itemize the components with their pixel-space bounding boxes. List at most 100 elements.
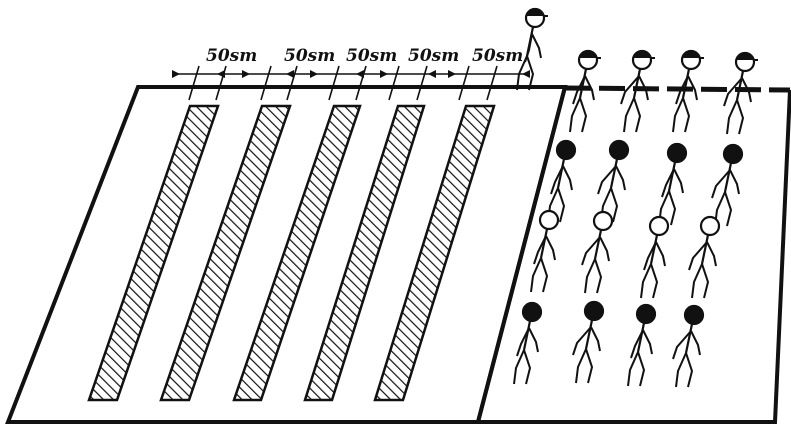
dimension-arrowhead	[380, 70, 388, 78]
player-open-head	[581, 210, 614, 294]
player-arm	[584, 75, 595, 101]
player-arm	[550, 165, 564, 195]
dimension-arrowhead	[242, 70, 250, 78]
player-filled-head	[672, 304, 705, 388]
dimension-arrowhead	[356, 70, 364, 78]
player-head	[683, 304, 705, 326]
player-arm	[673, 168, 684, 194]
player-leg	[540, 257, 549, 293]
player-head	[635, 303, 657, 325]
player-head	[538, 209, 560, 231]
player-open-head	[530, 209, 560, 293]
player-body	[684, 323, 694, 354]
player-leg	[675, 352, 687, 388]
dimension-tick	[458, 65, 470, 101]
player-arm	[711, 169, 731, 199]
player-filled-head	[658, 142, 688, 226]
dimension-arrowhead	[310, 70, 318, 78]
player-filled-head	[597, 139, 630, 223]
dimension-label: 50sm	[472, 46, 523, 66]
player-leg	[585, 348, 594, 384]
player-arm	[516, 327, 530, 357]
player-leg	[526, 55, 535, 91]
player-filled-head	[547, 139, 577, 223]
player-leg	[633, 97, 642, 133]
dimension-tick	[188, 65, 200, 101]
player-leg	[668, 190, 677, 226]
player-leg	[610, 187, 619, 223]
player-body	[723, 162, 733, 193]
dimension-arrowhead	[286, 70, 294, 78]
dimension-tick	[260, 65, 272, 101]
player-leg	[691, 263, 703, 299]
hatched-strip	[303, 104, 426, 402]
player-arm	[572, 75, 586, 105]
player-arm	[643, 241, 657, 271]
player-leg	[516, 55, 528, 91]
dimension-tick	[388, 65, 400, 101]
player-head	[722, 143, 744, 165]
dimension-tick	[328, 65, 340, 101]
player-leg	[726, 99, 738, 135]
player-arm	[655, 241, 666, 267]
player-body	[522, 320, 532, 351]
player-leg	[736, 99, 745, 135]
player-arm	[630, 329, 644, 359]
player-leg	[701, 263, 710, 299]
player-leg	[682, 97, 691, 133]
player-open-head	[620, 49, 655, 133]
hatched-strip	[232, 104, 362, 402]
player-arm	[597, 165, 617, 195]
player-arm	[533, 235, 547, 265]
cap-icon	[632, 51, 655, 59]
player-leg	[523, 349, 532, 385]
player-body	[578, 68, 588, 99]
player-head	[648, 215, 670, 237]
player-body	[636, 322, 646, 353]
player-arm	[581, 236, 601, 266]
player-body	[539, 228, 549, 259]
player-arm	[741, 77, 752, 103]
dimension-arrowhead	[172, 70, 180, 78]
player-head	[583, 300, 605, 322]
player-body	[584, 319, 594, 350]
player-body	[632, 68, 642, 99]
dimension-label: 50sm	[346, 46, 397, 66]
player-leg	[650, 263, 659, 299]
player-leg	[530, 257, 542, 293]
player-head	[555, 139, 577, 161]
player-leg	[623, 97, 635, 133]
player-body	[556, 158, 566, 189]
dimension-arrowhead	[428, 70, 436, 78]
dimension-arrowhead	[522, 70, 530, 78]
player-filled-head	[572, 300, 605, 384]
player-head	[592, 210, 614, 232]
player-arm	[638, 75, 649, 101]
player-leg	[557, 187, 566, 223]
player-leg	[672, 97, 684, 133]
player-arm	[723, 77, 743, 107]
player-arm	[642, 329, 653, 355]
player-leg	[685, 352, 694, 388]
dimension-tick	[486, 65, 498, 101]
player-open-head	[640, 215, 670, 299]
player-open-head	[672, 49, 704, 133]
player-filled-head	[513, 301, 543, 385]
player-leg	[724, 191, 733, 227]
player-leg	[594, 258, 603, 294]
player-filled-head	[711, 143, 744, 227]
player-head	[666, 142, 688, 164]
waiting-area-boundary	[475, 86, 791, 424]
cap-icon	[735, 53, 758, 61]
player-arm	[706, 241, 717, 267]
dimension-arrowhead	[217, 70, 225, 78]
player-leg	[584, 258, 596, 294]
cap-icon	[578, 51, 601, 59]
player-leg	[569, 97, 581, 133]
player-body	[593, 229, 603, 260]
dimension-arrowhead	[448, 70, 456, 78]
player-head	[608, 139, 630, 161]
player-arm	[590, 326, 601, 352]
